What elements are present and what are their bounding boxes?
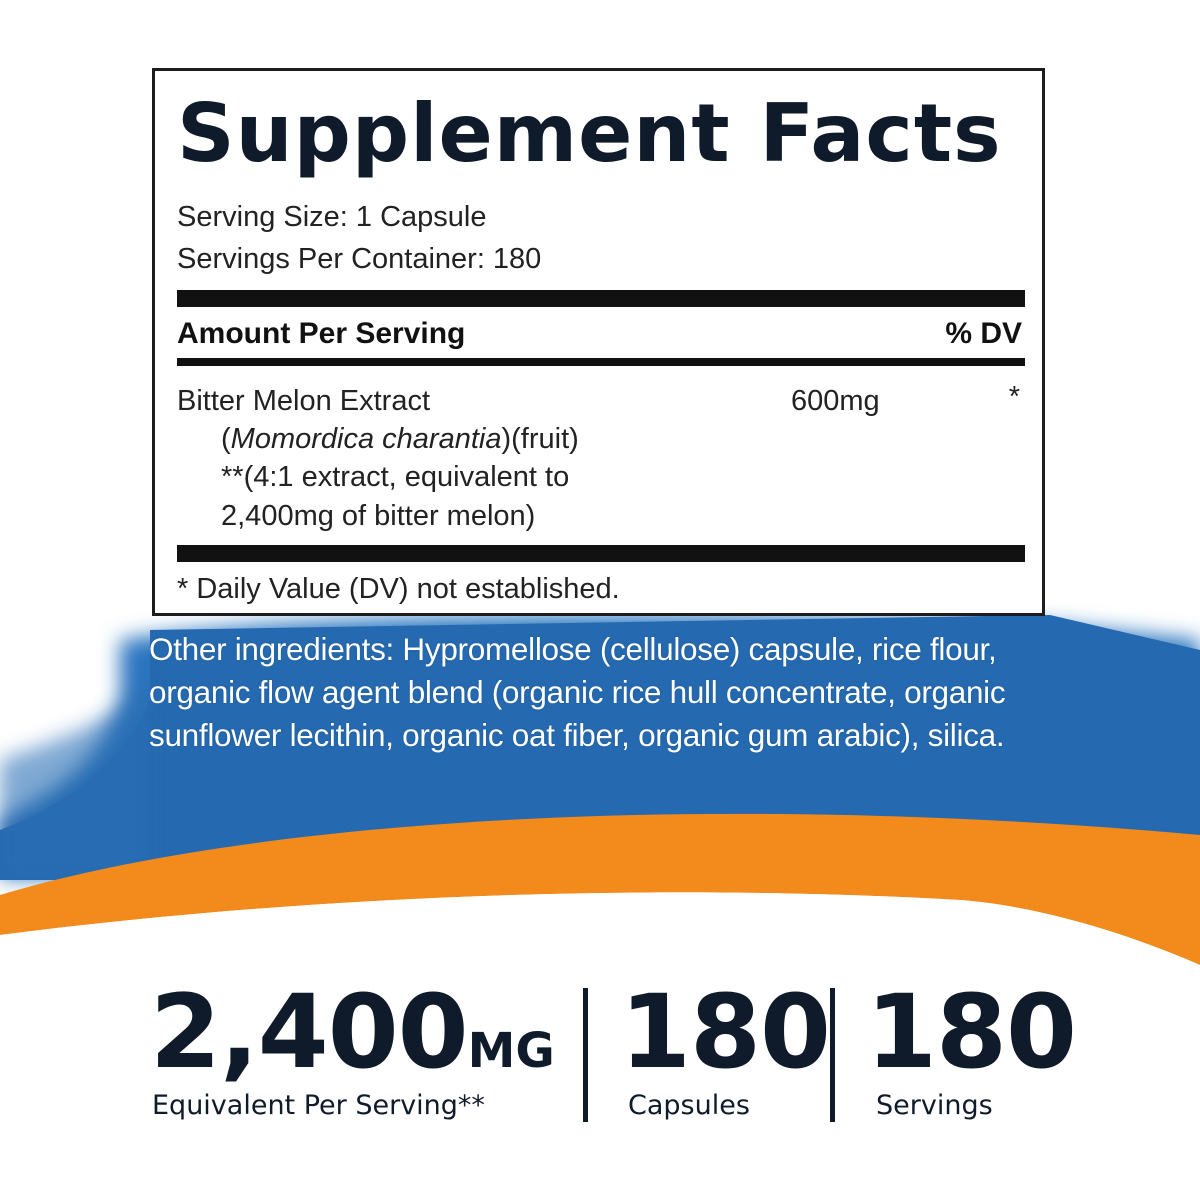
stat-dose-value: 2,400MG: [150, 978, 555, 1106]
serving-size: Serving Size: 1 Capsule: [177, 201, 487, 233]
stat-separator: [830, 988, 835, 1122]
ingredient-note-2: 2,400mg of bitter melon): [221, 500, 536, 532]
bottom-thick-divider: [177, 545, 1025, 562]
ingredient-dv: *: [1008, 381, 1020, 413]
amount-per-serving-header: Amount Per Serving: [177, 317, 466, 350]
supplement-facts-panel: Supplement Facts Serving Size: 1 Capsule…: [152, 68, 1045, 616]
ingredient-note-1: **(4:1 extract, equivalent to: [221, 461, 570, 493]
other-ingredients: Other ingredients: Hypromellose (cellulo…: [149, 631, 1006, 753]
dv-header: % DV: [945, 317, 1022, 350]
orange-swoosh: [0, 813, 1200, 965]
dose-number: 2,400: [150, 973, 469, 1092]
stat-servings-value: 180: [866, 973, 1077, 1092]
servings-per-container: Servings Per Container: 180: [177, 243, 542, 275]
ingredient-latin-line: (Momordica charantia)(fruit): [221, 423, 579, 456]
stat-capsules-label: Capsules: [628, 1090, 750, 1121]
stat-capsules-value: 180: [620, 973, 831, 1092]
dose-unit: MG: [467, 1023, 555, 1079]
latin-open: (: [221, 423, 231, 455]
stat-dose-label: Equivalent Per Serving**: [152, 1090, 485, 1121]
latin-name: Momordica charantia: [230, 423, 502, 455]
ingredient-amount: 600mg: [791, 385, 880, 417]
stat-separator: [583, 988, 588, 1122]
footnote: * Daily Value (DV) not established.: [177, 573, 620, 605]
latin-close: )(fruit): [501, 423, 579, 455]
thick-divider: [177, 290, 1025, 307]
ingredient-name: Bitter Melon Extract: [177, 385, 431, 417]
stat-servings-label: Servings: [876, 1090, 993, 1121]
medium-divider: [177, 358, 1025, 366]
panel-title: Supplement Facts: [177, 87, 1002, 180]
